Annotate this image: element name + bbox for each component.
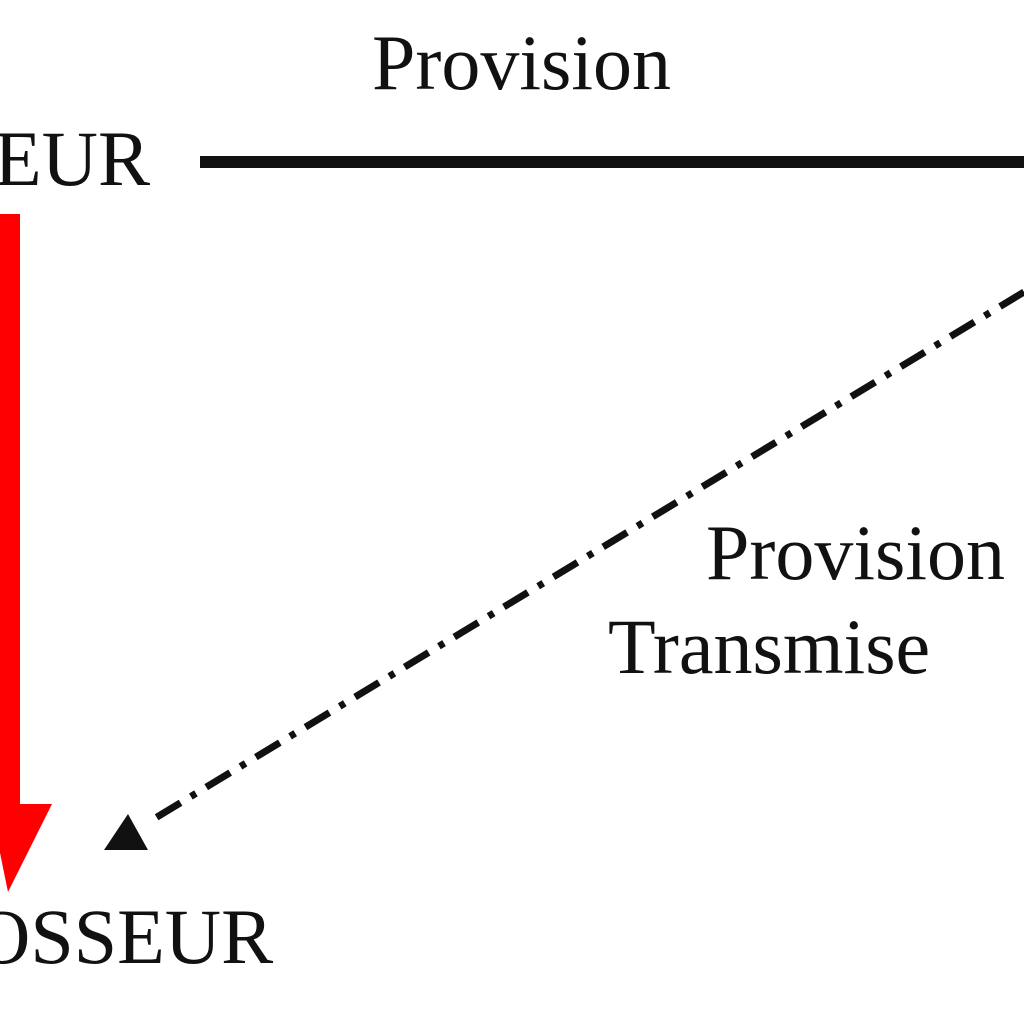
vertical-red-arrow-shaft: [0, 214, 20, 804]
vertical-red-arrow: [0, 214, 52, 892]
bottom-entity-label: OSSEUR: [0, 893, 274, 980]
top-left-entity-label: EUR: [0, 115, 150, 202]
vertical-red-arrow-head: [0, 804, 52, 892]
middle-transmise-label: Transmise: [608, 603, 931, 690]
middle-provision-label: Provision: [706, 509, 1006, 596]
transmitted-provision-arrow-head: [104, 814, 148, 850]
transmitted-provision-arrow: [104, 289, 1024, 850]
top-provision-label: Provision: [372, 19, 672, 106]
transmitted-provision-dotted-line: [150, 289, 1024, 823]
